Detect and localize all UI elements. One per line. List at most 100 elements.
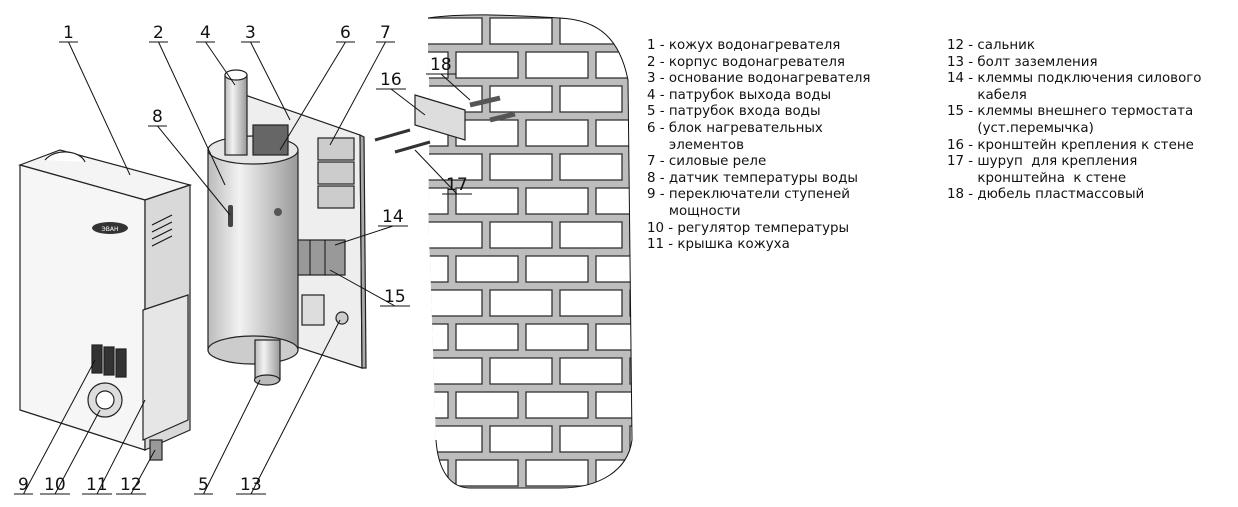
power-relays [317,137,355,209]
legend-dash: - [964,71,978,87]
legend-dash: - [655,104,669,120]
brick [559,85,623,113]
brick [489,425,553,453]
legend-item-text: датчик температуры воды [668,170,858,186]
brick [595,51,632,79]
legend-dash: - [964,187,978,203]
brick [428,459,449,487]
legend-item-text: основание водонагревателя [668,71,871,87]
brick [595,119,632,147]
legend-item: 1 - кожух водонагревателя [647,38,937,55]
legend-dash: - [655,187,669,203]
leader-line [130,449,156,495]
leader-line [157,125,231,216]
callout-13: 13 [240,475,262,495]
callout-17: 17 [446,175,468,195]
leader-line [329,41,386,146]
brick [629,221,632,249]
brick [559,17,623,45]
brick [595,391,632,419]
leader-line [203,379,261,495]
brick [455,255,519,283]
legend-item: 6 - блок нагревательных элементов [647,121,937,154]
leader-line [250,41,291,121]
temperature-regulator [87,382,123,418]
legend-item: 7 - силовые реле [647,154,937,171]
power-stage-switches [91,344,127,378]
brick [489,221,553,249]
brick [428,153,483,181]
legend-item-number: 11 [647,237,665,253]
legend-item: 17 - шуруп для крепления кронштейна к ст… [947,154,1237,187]
legend-dash: - [664,220,678,236]
legend-dash: - [655,54,669,70]
brand-logo: ЭВАН [92,222,128,234]
brick [428,289,483,317]
brick [455,323,519,351]
legend-item: 16 - кронштейн крепления к стене [947,138,1237,155]
legend-item-number: 14 [947,71,965,87]
leader-line [205,41,236,86]
legend-item: 12 - сальник [947,38,1237,55]
legend-item: 13 - болт заземления [947,55,1237,72]
brick [559,153,623,181]
legend-item-number: 3 [647,71,656,87]
legend-dash: - [964,104,978,120]
brick [489,153,553,181]
callout-4: 4 [200,23,211,43]
brick [525,459,589,487]
brick [428,17,483,45]
legend-item-text: клеммы подключения силового кабеля [977,71,1202,103]
legend-dash: - [655,71,669,87]
legend-item-text: корпус водонагревателя [668,54,845,70]
brick [595,459,632,487]
legend-item-text: переключатели ступеней мощности [668,187,850,219]
legend-item: 2 - корпус водонагревателя [647,55,937,72]
heating-element-block [252,124,289,156]
brick [559,221,623,249]
vent-slots [151,214,173,247]
callout-12: 12 [120,475,142,495]
legend-item-text: кронштейн крепления к стене [977,137,1194,153]
brick [525,323,589,351]
legend-item-text: патрубок выхода воды [668,87,832,103]
leader-line [329,269,396,307]
brick [428,221,483,249]
brick [559,425,623,453]
callout-11: 11 [86,475,108,495]
callout-5: 5 [198,475,209,495]
legend-item-number: 4 [647,87,656,103]
brick [428,391,449,419]
legend-item-text: дюбель пластмассовый [977,187,1145,203]
legend-item-text: патрубок входа воды [668,104,821,120]
brick [455,187,519,215]
callout-10: 10 [44,475,66,495]
legend-item-number: 7 [647,154,656,170]
brick [455,459,519,487]
legend-item: 9 - переключатели ступеней мощности [647,187,937,220]
brick [525,255,589,283]
legend-item: 10 - регулятор температуры [647,221,937,238]
svg-text:ЭВАН: ЭВАН [102,226,119,233]
brick [428,357,483,385]
water-inlet-pipe [254,339,281,381]
legend-item-number: 18 [947,187,965,203]
leader-line [250,319,341,495]
legend-item: 4 - патрубок выхода воды [647,88,937,105]
callout-3: 3 [245,23,256,43]
legend-dash: - [655,154,669,170]
leader-line [279,41,346,151]
brick [428,255,449,283]
brick [525,391,589,419]
brick [525,51,589,79]
legend-item: 5 - патрубок входа воды [647,104,937,121]
legend-dash: - [655,38,669,53]
leader-line [23,359,96,495]
wall-bracket [414,94,466,141]
legend-dash: - [964,154,978,170]
leader-line [68,41,131,176]
legend-dash: - [964,38,978,53]
brick [629,17,632,45]
